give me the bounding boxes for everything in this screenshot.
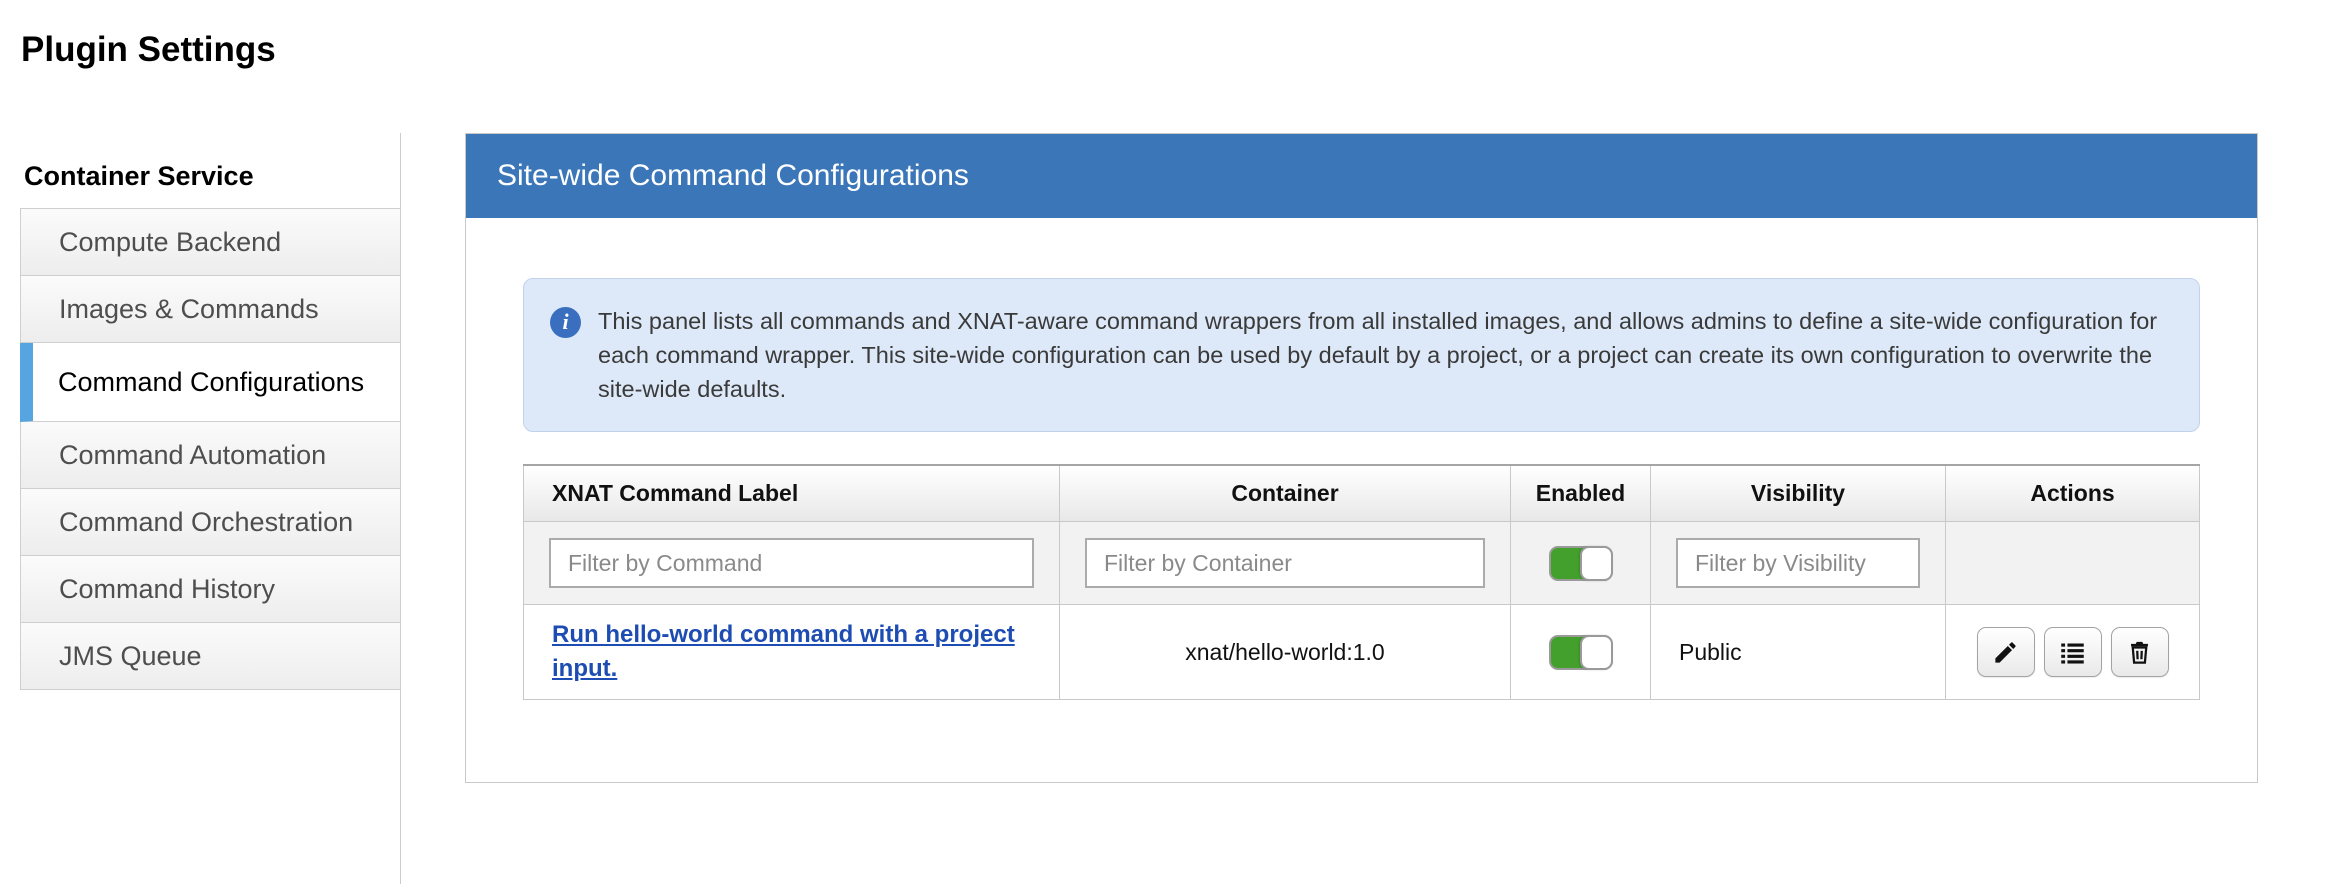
info-banner-text: This panel lists all commands and XNAT-a… (598, 308, 2158, 402)
column-header-enabled: Enabled (1510, 464, 1651, 522)
filter-row (523, 521, 2200, 605)
column-header-container: Container (1059, 464, 1511, 522)
sidebar-item-command-automation[interactable]: Command Automation (20, 422, 401, 489)
enabled-filter-toggle[interactable] (1548, 545, 1613, 581)
trash-icon (2131, 641, 2148, 664)
sidebar-item-command-history[interactable]: Command History (20, 556, 401, 623)
sidebar-item-compute-backend[interactable]: Compute Backend (20, 209, 401, 276)
visibility-cell: Public (1650, 604, 1946, 700)
toggle-knob (1579, 634, 1613, 670)
sidebar-item-label: Command Configurations (58, 367, 365, 397)
sidebar-item-label: JMS Queue (59, 641, 202, 671)
sidebar-item-label: Command History (59, 574, 276, 604)
column-header-visibility: Visibility (1650, 464, 1946, 522)
table-row: Run hello-world command with a project i… (523, 604, 2200, 700)
table-header-row: XNAT Command Label Container Enabled Vis… (523, 464, 2200, 522)
column-header-actions: Actions (1945, 464, 2200, 522)
view-command-button[interactable] (2043, 627, 2102, 677)
site-wide-command-configurations-panel: Site-wide Command Configurations i This … (465, 133, 2258, 783)
sidebar: Container Service Compute Backend Images… (0, 133, 401, 884)
page-title: Plugin Settings (21, 30, 276, 69)
command-wrapper-link[interactable]: Run hello-world command with a project i… (552, 621, 1015, 682)
edit-button[interactable] (1976, 627, 2035, 677)
sidebar-item-label: Command Orchestration (59, 507, 354, 537)
sidebar-item-command-orchestration[interactable]: Command Orchestration (20, 489, 401, 556)
sidebar-item-images-commands[interactable]: Images & Commands (20, 276, 401, 343)
column-header-xnat-command-label: XNAT Command Label (523, 464, 1060, 522)
sidebar-item-label: Images & Commands (59, 294, 319, 324)
sidebar-item-label: Compute Backend (59, 227, 282, 257)
sidebar-section-title: Container Service (24, 161, 254, 191)
sidebar-item-command-configurations[interactable]: Command Configurations (20, 343, 401, 422)
info-icon: i (550, 307, 581, 338)
command-configurations-table: XNAT Command Label Container Enabled Vis… (523, 464, 2200, 700)
panel-title: Site-wide Command Configurations (466, 134, 2257, 218)
list-icon (2061, 643, 2084, 664)
filter-container-input[interactable] (1085, 538, 1485, 588)
delete-button[interactable] (2110, 627, 2169, 677)
sidebar-item-label: Command Automation (59, 440, 327, 470)
sidebar-item-jms-queue[interactable]: JMS Queue (20, 623, 401, 690)
panel-body: i This panel lists all commands and XNAT… (466, 218, 2257, 700)
actions-cell (1946, 627, 2199, 677)
container-cell: xnat/hello-world:1.0 (1059, 604, 1511, 700)
filter-visibility-input[interactable] (1676, 538, 1920, 588)
pencil-icon (1995, 641, 2016, 663)
info-banner: i This panel lists all commands and XNAT… (523, 278, 2200, 432)
filter-command-input[interactable] (549, 538, 1034, 588)
sidebar-menu: Compute Backend Images & Commands Comman… (20, 208, 401, 690)
toggle-knob (1579, 545, 1613, 581)
enabled-toggle[interactable] (1548, 634, 1613, 670)
